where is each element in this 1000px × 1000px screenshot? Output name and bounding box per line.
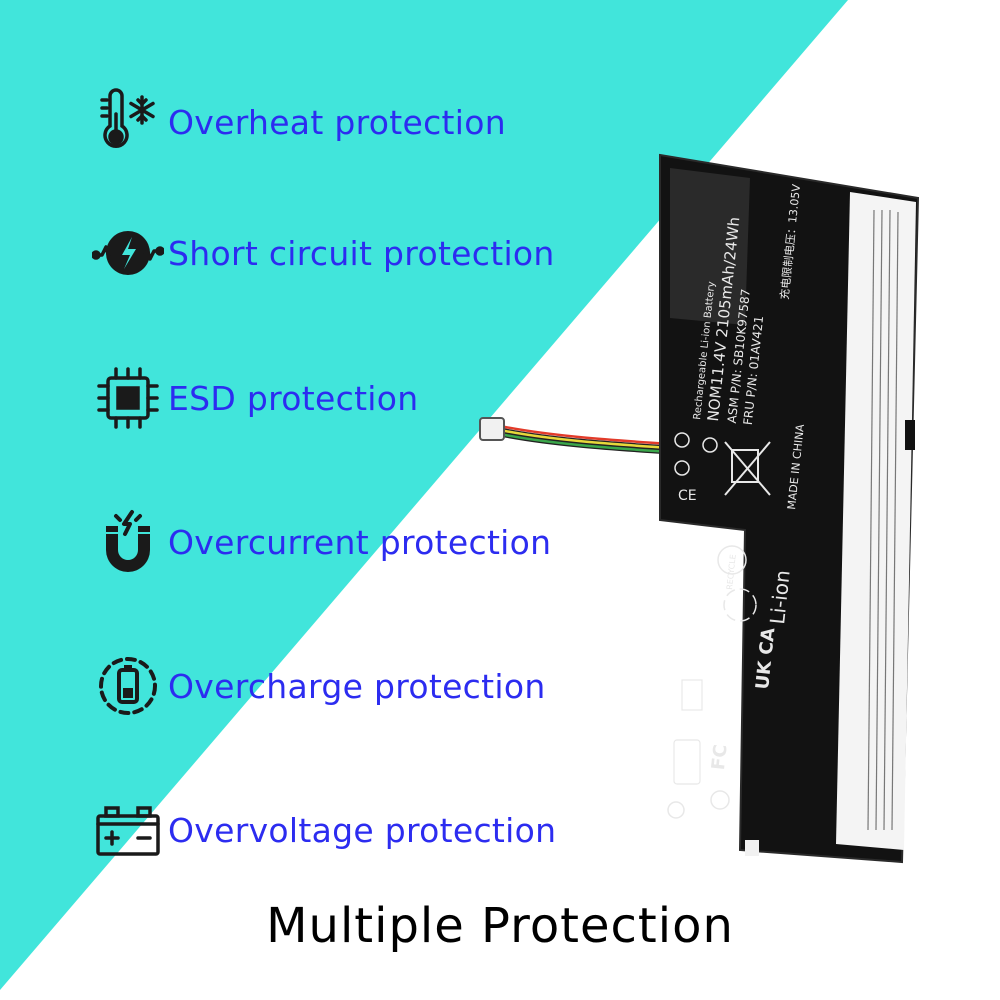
svg-text:FC: FC (708, 743, 732, 771)
feature-overcharge: Overcharge protection (92, 646, 546, 726)
lightning-wave-icon (92, 217, 164, 289)
feature-esd: ESD protection (92, 358, 418, 438)
magnet-bolt-icon (92, 506, 164, 578)
battery-product-image: Rechargeable Li-ion Battery NOM11.4V 210… (479, 153, 920, 864)
page-title: Multiple Protection (266, 898, 734, 954)
battery-chemistry-text: Li-ion (765, 569, 795, 626)
car-battery-icon (92, 794, 164, 866)
feature-label: Overcharge protection (168, 666, 546, 706)
feature-overcurrent: Overcurrent protection (92, 502, 551, 582)
feature-overvoltage: Overvoltage protection (92, 790, 556, 870)
feature-label: Short circuit protection (168, 233, 555, 273)
feature-overheat: Overheat protection (92, 82, 506, 162)
svg-text:CE: CE (678, 488, 697, 504)
chip-icon (92, 362, 164, 434)
battery-recycle-text: RECYCLE (725, 554, 738, 590)
feature-label: Overheat protection (168, 102, 506, 142)
feature-label: ESD protection (168, 378, 419, 418)
battery-charging-icon (92, 650, 164, 722)
thermometer-snowflake-icon (92, 86, 164, 158)
feature-label: Overcurrent protection (168, 522, 552, 562)
feature-short-circuit: Short circuit protection (92, 213, 555, 293)
feature-label: Overvoltage protection (168, 810, 557, 850)
